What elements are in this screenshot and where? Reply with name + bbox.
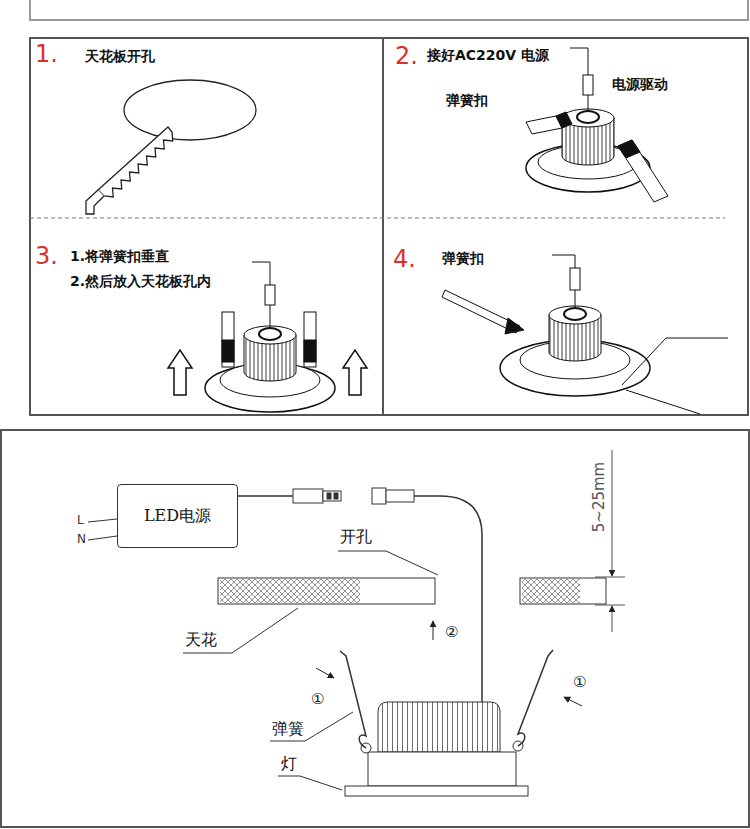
part-label: 弹簧 xyxy=(272,719,304,738)
step-title: 接好AC220V 电源 xyxy=(427,47,549,64)
dimension-label: 5~25mm xyxy=(590,462,608,532)
callout-number: ② xyxy=(445,623,458,641)
wiring xyxy=(88,488,482,702)
steps-frame xyxy=(30,38,748,415)
step-instruction: 1.将弹簧扣垂直 xyxy=(70,248,169,265)
step-number: 4. xyxy=(393,245,416,274)
ceiling-slab xyxy=(218,578,606,604)
drawing-frame xyxy=(1,430,749,827)
part-label: 天花 xyxy=(185,630,217,649)
step-number: 2. xyxy=(395,42,418,71)
top-strip xyxy=(30,0,748,20)
panel-divider xyxy=(30,218,725,219)
callout-number: ① xyxy=(311,690,324,708)
saw-figure xyxy=(86,80,256,214)
lamp-figure xyxy=(442,255,728,414)
pin-label: N xyxy=(77,532,86,546)
pin-label: L xyxy=(77,513,84,527)
panel-divider xyxy=(382,38,384,415)
step-panel: 2. 接好AC220V 电源 xyxy=(383,38,748,218)
part-label: 弹簧扣 xyxy=(442,250,484,267)
part-label: 电源驱动 xyxy=(612,76,668,93)
step-title: 天花板开孔 xyxy=(85,48,155,65)
step-panel: 1. 天花板开孔 xyxy=(30,38,383,218)
step-number: 3. xyxy=(35,242,58,271)
part-label: 弹簧扣 xyxy=(446,92,488,109)
step-panel: 3. 1.将弹簧扣垂直 2.然后放入天花板孔内 xyxy=(30,218,383,415)
part-label: 开孔 xyxy=(340,527,372,546)
step-number: 1. xyxy=(35,40,58,69)
part-label: 灯 xyxy=(281,754,297,773)
power-supply-box: LED电源 xyxy=(117,484,238,548)
step-instruction: 2.然后放入天花板孔内 xyxy=(70,273,211,290)
callout-number: ① xyxy=(573,673,586,691)
downlight xyxy=(340,650,553,796)
step-panel: 4. xyxy=(383,218,748,415)
leader-lines xyxy=(183,551,438,790)
lamp-figure xyxy=(526,48,668,202)
box-label: LED电源 xyxy=(144,506,211,525)
